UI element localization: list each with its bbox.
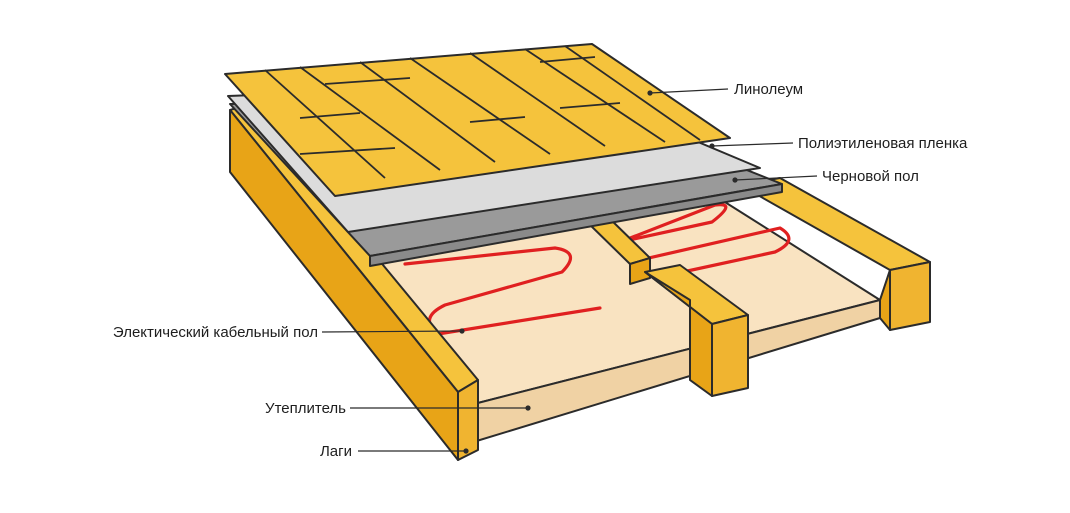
label-subfloor-text: Черновой пол — [822, 168, 919, 185]
label-cable-text: Электический кабельный пол — [113, 324, 318, 341]
label-joists-text: Лаги — [320, 443, 352, 460]
label-film-text: Полиэтиленовая пленка — [798, 135, 968, 152]
label-joists: Лаги — [320, 443, 469, 460]
middle-joist — [644, 264, 749, 397]
label-cable: Электический кабельный пол — [113, 324, 465, 341]
linoleum-layer — [224, 43, 731, 197]
label-insulation-text: Утеплитель — [265, 400, 346, 417]
label-insulation: Утеплитель — [265, 400, 531, 417]
label-linoleum: Линолеум — [647, 81, 803, 98]
label-linoleum-text: Линолеум — [734, 81, 803, 98]
label-film: Полиэтиленовая пленка — [709, 135, 968, 152]
label-subfloor: Черновой пол — [732, 168, 919, 185]
